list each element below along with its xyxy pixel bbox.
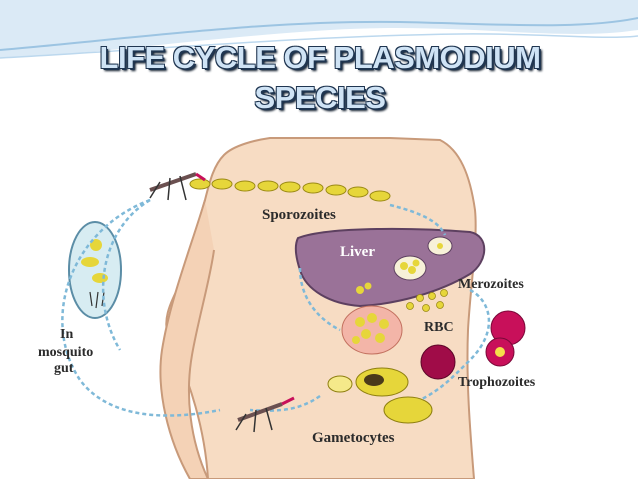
label-rbc: RBC — [424, 320, 454, 335]
label-gametocytes: Gametocytes — [312, 430, 395, 446]
life-cycle-arrows — [61, 198, 490, 417]
mosquito-top — [149, 172, 206, 201]
label-mosquito: mosquito — [38, 345, 93, 360]
header-band — [0, 0, 638, 59]
slide-title-line2: SPECIES — [254, 80, 386, 115]
merozoite-dots — [406, 289, 448, 312]
mosquito-bottom — [235, 396, 295, 433]
liver-organ — [294, 227, 486, 308]
mosquito-gut-oval — [68, 221, 122, 319]
gametocyte-cells — [327, 367, 433, 424]
human-body-illustration — [159, 137, 477, 480]
label-trophozoites: Trophozoites — [458, 375, 536, 390]
red-blood-cells — [420, 310, 526, 380]
label-liver: Liver — [340, 244, 375, 260]
slide-title-line1: LIFE CYCLE OF PLASMODIUM — [99, 40, 541, 75]
label-in: In — [60, 327, 73, 342]
label-sporozoites: Sporozoites — [262, 207, 336, 223]
sporozoite-chain — [189, 178, 391, 202]
infected-rbc-cluster — [341, 305, 403, 355]
label-gut: gut — [54, 361, 74, 376]
slide-title: LIFE CYCLE OF PLASMODIUM SPECIES — [60, 38, 580, 118]
label-merozoites: Merozoites — [458, 277, 524, 292]
